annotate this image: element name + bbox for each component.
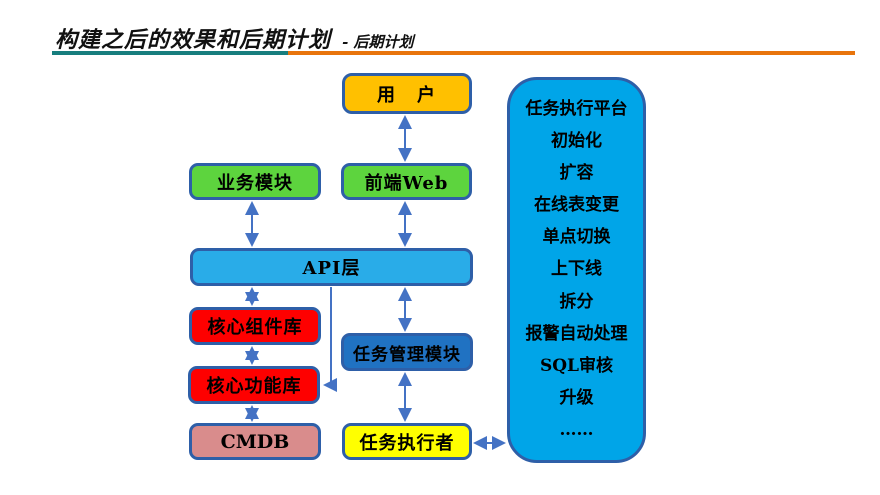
- platform-item: 上下线: [551, 259, 602, 280]
- box-core-functions-label: 核心功能库: [206, 376, 302, 397]
- arrow-api-corefunc-elbow: [323, 287, 337, 392]
- platform-item: 扩容: [559, 163, 594, 184]
- box-api-label: API层: [302, 258, 361, 279]
- title-rule-teal: [52, 51, 288, 55]
- platform-item: 拆分: [559, 291, 594, 312]
- title-rule-orange: [288, 51, 855, 55]
- box-task-manager-label: 任务管理模块: [353, 344, 461, 365]
- box-user: 用 户: [342, 73, 472, 114]
- subtitle-text: - 后期计划: [342, 33, 414, 51]
- panel-task-platform: 任务执行平台 初始化扩容在线表变更单点切换上下线拆分报警自动处理 SQL审核升级 ……: [507, 77, 646, 463]
- box-cmdb: CMDB: [189, 423, 321, 460]
- box-frontend-label: 前端Web: [364, 172, 449, 194]
- title-text: 构建之后的效果和后期计划: [55, 27, 332, 53]
- page-title: 构建之后的效果和后期计划 - 后期计划: [55, 22, 414, 54]
- box-cmdb-label: CMDB: [220, 430, 290, 453]
- box-core-components: 核心组件库: [189, 307, 321, 345]
- box-api-layer: API层: [190, 248, 473, 286]
- platform-item: ……: [559, 419, 594, 440]
- box-core-functions: 核心功能库: [188, 366, 320, 404]
- box-frontend-web: 前端Web: [341, 163, 472, 200]
- platform-item: 报警自动处理: [525, 323, 628, 344]
- platform-item: SQL审核: [539, 355, 614, 376]
- platform-item: 初始化: [551, 131, 602, 152]
- platform-title: 任务执行平台: [525, 99, 628, 120]
- platform-item: 升级: [559, 387, 594, 408]
- box-business-label: 业务模块: [217, 172, 293, 194]
- box-task-executor-label: 任务执行者: [359, 432, 455, 454]
- box-business-module: 业务模块: [189, 163, 321, 200]
- platform-item: 单点切换: [542, 227, 611, 248]
- box-task-manager: 任务管理模块: [341, 333, 473, 371]
- box-user-label: 用 户: [377, 84, 437, 106]
- box-task-executor: 任务执行者: [342, 423, 472, 460]
- box-core-components-label: 核心组件库: [207, 317, 303, 338]
- platform-item: 在线表变更: [534, 195, 619, 216]
